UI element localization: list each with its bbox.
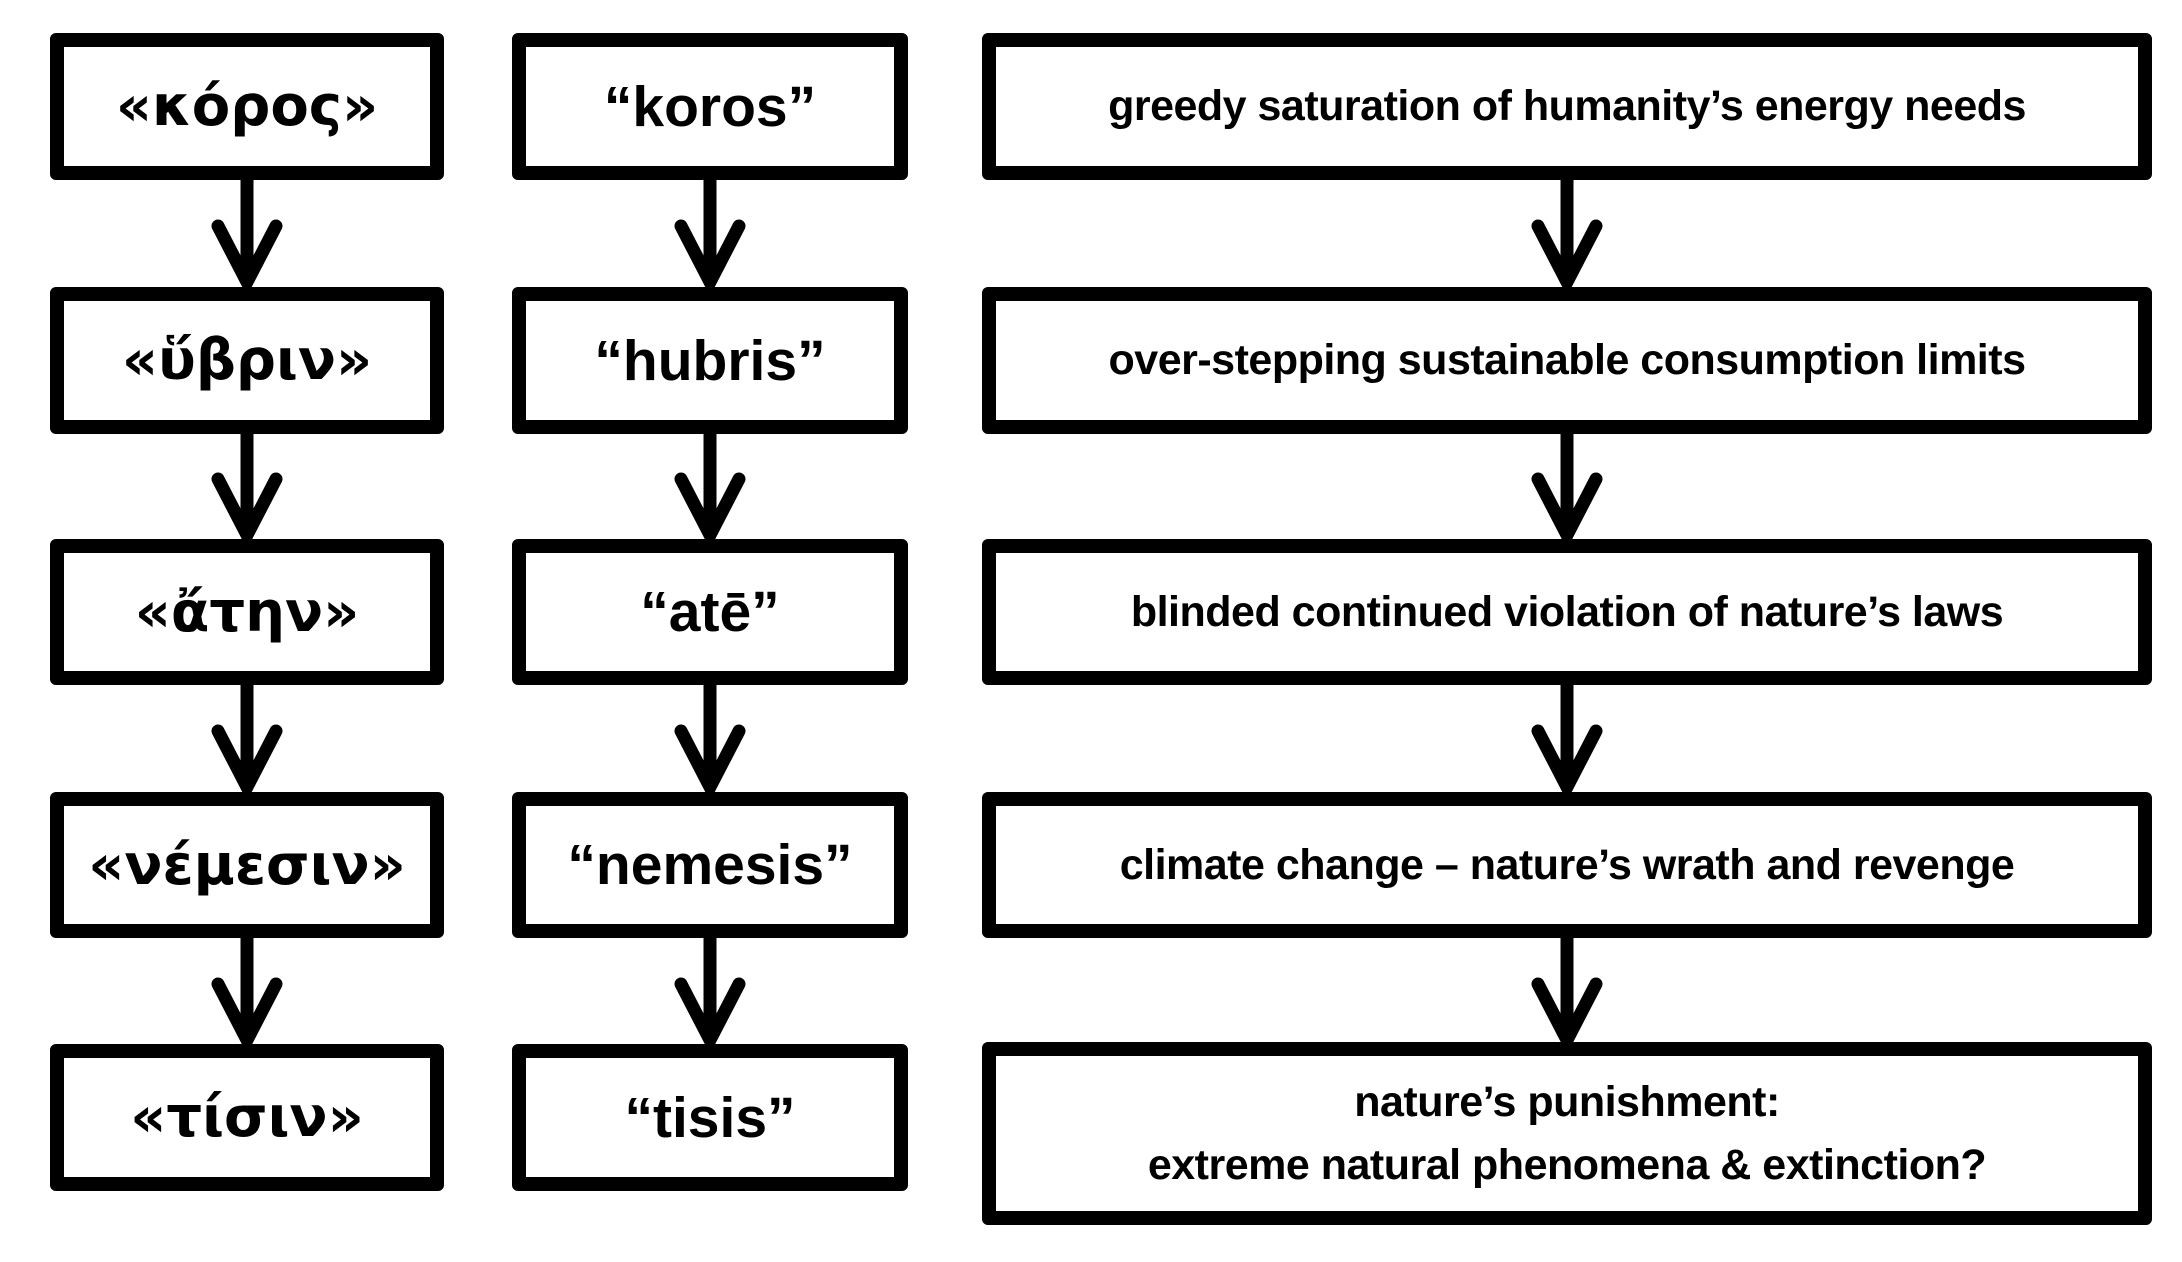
down-arrow-icon <box>211 433 283 541</box>
translit-box-nemesis: “nemesis” <box>512 792 908 938</box>
greek-box-nemesis: «νέμεσιν» <box>50 792 444 938</box>
meaning-box-nemesis: climate change – nature’s wrath and reve… <box>982 792 2152 938</box>
meaning-box-koros: greedy saturation of humanity’s energy n… <box>982 33 2152 180</box>
translit-box-koros: “koros” <box>512 33 908 180</box>
meaning-box-tisis: nature’s punishment: extreme natural phe… <box>982 1042 2152 1225</box>
down-arrow-icon <box>674 433 746 541</box>
down-arrow-icon <box>211 938 283 1046</box>
greek-box-koros: «κόρος» <box>50 33 444 180</box>
down-arrow-icon <box>1531 180 1603 288</box>
down-arrow-icon <box>211 685 283 793</box>
down-arrow-icon <box>674 685 746 793</box>
translit-box-tisis: “tisis” <box>512 1044 908 1191</box>
meaning-box-ate: blinded continued violation of nature’s … <box>982 539 2152 685</box>
down-arrow-icon <box>211 180 283 288</box>
down-arrow-icon <box>1531 433 1603 541</box>
down-arrow-icon <box>1531 938 1603 1046</box>
greek-box-ate: «ἄτην» <box>50 539 444 685</box>
down-arrow-icon <box>674 180 746 288</box>
greek-box-tisis: «τίσιν» <box>50 1044 444 1191</box>
greek-box-hubris: «ὕβριν» <box>50 287 444 434</box>
down-arrow-icon <box>1531 685 1603 793</box>
translit-box-ate: “atē” <box>512 539 908 685</box>
translit-box-hubris: “hubris” <box>512 287 908 434</box>
meaning-box-hubris: over-stepping sustainable consumption li… <box>982 287 2152 434</box>
down-arrow-icon <box>674 938 746 1046</box>
